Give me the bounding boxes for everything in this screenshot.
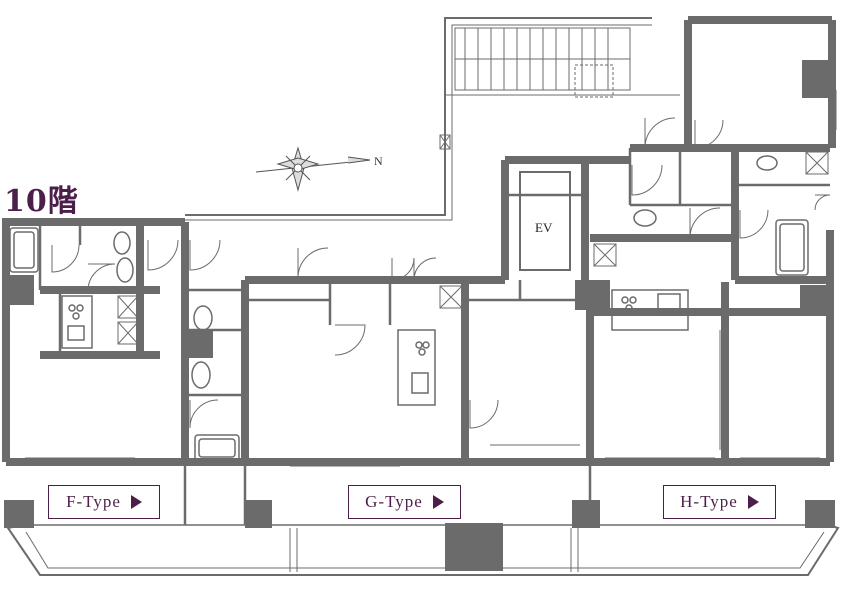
interior-walls — [38, 148, 830, 525]
f-type-label: F-Type — [66, 492, 121, 511]
f-type-button[interactable]: F-Type — [48, 485, 160, 519]
north-compass — [255, 146, 371, 192]
elevator-car — [519, 171, 571, 271]
exterior-walls — [2, 16, 836, 466]
corridor-outline — [185, 17, 652, 216]
staircase — [454, 27, 631, 98]
h-type-button[interactable]: H-Type — [663, 485, 776, 519]
h-type-label: H-Type — [680, 492, 738, 511]
play-arrow-icon — [130, 495, 142, 509]
play-arrow-icon — [432, 495, 444, 509]
kitchens — [61, 289, 689, 406]
north-label: N — [374, 154, 383, 168]
play-arrow-icon — [747, 495, 759, 509]
g-type-label: G-Type — [365, 492, 423, 511]
floor-number-label: 10階 — [4, 184, 79, 219]
window-lines — [2, 90, 837, 467]
elevator-label: EV — [535, 220, 553, 235]
structural-columns — [4, 60, 835, 571]
g-type-button[interactable]: G-Type — [348, 485, 461, 519]
door-swings — [51, 117, 831, 429]
shaft-markers — [117, 134, 829, 345]
bathtubs — [9, 219, 809, 462]
